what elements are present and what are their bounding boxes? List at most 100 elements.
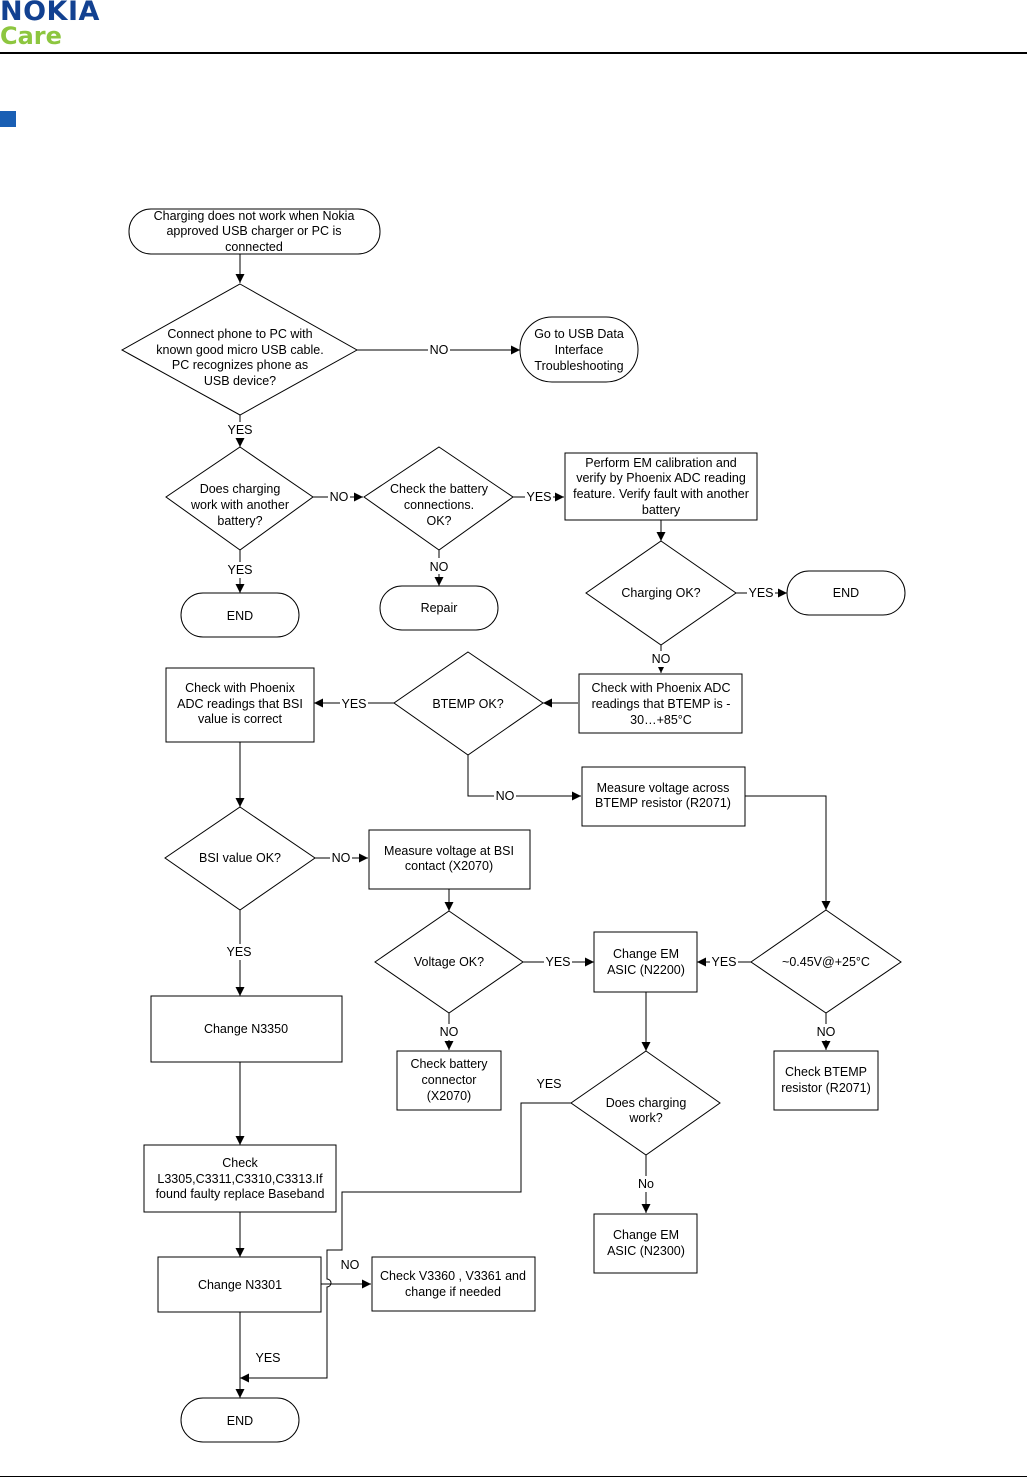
start-line-2: approved USB charger or PC is	[166, 224, 341, 238]
edge-label-yes: YES	[545, 955, 570, 969]
another-battery-line-2: work with another	[190, 498, 289, 512]
bsi-ok-label: BSI value OK?	[199, 851, 281, 865]
edge-label-no: NO	[430, 343, 449, 357]
section-marker-icon	[0, 111, 16, 127]
another-battery-decision	[165, 446, 314, 551]
measure-btemp-process	[581, 766, 746, 827]
connect-pc-decision	[120, 283, 359, 416]
em-calibration-line-3: feature. Verify fault with another	[573, 487, 749, 501]
edge-label-yes: YES	[341, 697, 366, 711]
nokia-wordmark: NOKIA	[0, 0, 100, 27]
change-em-n2200-line-2: ASIC (N2200)	[607, 963, 685, 977]
em-calibration-line-2: verify by Phoenix ADC reading	[576, 471, 746, 485]
start-line-3: connected	[225, 240, 283, 254]
does-charging-work-line-1: Does charging	[606, 1096, 687, 1110]
repair-terminator	[379, 585, 499, 631]
edge-label-no: NO	[332, 851, 351, 865]
another-battery-line-3: battery?	[217, 514, 262, 528]
start-line-1: Charging does not work when Nokia	[154, 209, 355, 223]
usb-troubleshooting-line-1: Go to USB Data	[534, 327, 624, 341]
usb-troubleshooting-terminator	[519, 316, 639, 383]
measure-btemp-line-2: BTEMP resistor (R2071)	[595, 796, 731, 810]
does-charging-work-decision	[570, 1050, 721, 1156]
end-1-label: END	[227, 609, 253, 623]
charging-ok-decision	[585, 540, 737, 646]
end-terminator-2	[786, 570, 906, 616]
measure-bsi-process	[368, 829, 531, 890]
battery-connections-line-2: connections.	[404, 498, 474, 512]
measure-btemp-line-1: Measure voltage across	[597, 781, 730, 795]
battery-connections-decision	[363, 446, 514, 551]
edge-label-yes: YES	[226, 945, 251, 959]
btemp-check-line-3: 30…+85°C	[630, 713, 692, 727]
edge-label-yes: YES	[748, 586, 773, 600]
check-btemp-resistor-process	[773, 1050, 879, 1111]
edge-label-no: NO	[496, 789, 515, 803]
connect-pc-line-2: known good micro USB cable.	[156, 343, 323, 357]
edge-label-yes: YES	[526, 490, 551, 504]
check-l3305-line-2: L3305,C3311,C3310,C3313.If	[157, 1172, 323, 1186]
btemp-check-line-1: Check with Phoenix ADC	[592, 681, 731, 695]
check-l3305-line-3: found faulty replace Baseband	[156, 1187, 325, 1201]
footer-rule	[0, 1476, 1027, 1477]
edge-labels: NO YES NO YES YES NO YES NO YES NO NO YE…	[225, 341, 837, 1365]
edge-label-no: NO	[817, 1025, 836, 1039]
check-connector-line-1: Check battery	[410, 1057, 488, 1071]
btemp-ok-decision	[393, 651, 544, 756]
check-connector-line-3: (X2070)	[427, 1089, 471, 1103]
voltage-025-label: ~0.45V@+25°C	[782, 955, 870, 969]
bsi-check-line-1: Check with Phoenix	[185, 681, 296, 695]
change-em-n2300-line-2: ASIC (N2300)	[607, 1244, 685, 1258]
check-v3360-process	[371, 1256, 536, 1312]
care-wordmark: Care	[0, 22, 62, 50]
em-calibration-line-1: Perform EM calibration and	[585, 456, 737, 470]
edge-label-yes: YES	[227, 563, 252, 577]
change-em-n2200-line-1: Change EM	[613, 947, 679, 961]
another-battery-line-1: Does charging	[200, 482, 281, 496]
does-charging-work-line-2: work?	[628, 1111, 662, 1125]
end-3-label: END	[227, 1414, 253, 1428]
check-btemp-resistor-line-2: resistor (R2071)	[781, 1081, 871, 1095]
em-calibration-line-4: battery	[642, 503, 681, 517]
usb-troubleshooting-line-2: Interface	[555, 343, 604, 357]
btemp-check-process	[578, 673, 743, 734]
check-btemp-resistor-line-1: Check BTEMP	[785, 1065, 867, 1079]
btemp-ok-label: BTEMP OK?	[432, 697, 503, 711]
edge-label-yes: YES	[536, 1077, 561, 1091]
battery-connections-line-1: Check the battery	[390, 482, 489, 496]
bsi-check-line-2: ADC readings that BSI	[177, 697, 303, 711]
edge-label-yes: YES	[227, 423, 252, 437]
check-l3305-process	[143, 1144, 337, 1213]
repair-label: Repair	[421, 601, 458, 615]
change-n3301-process	[157, 1256, 322, 1313]
em-calibration-process	[564, 452, 758, 521]
check-connector-process	[396, 1050, 502, 1111]
edge-label-yes: YES	[711, 955, 736, 969]
end-2-label: END	[833, 586, 859, 600]
shapes	[120, 208, 906, 1443]
change-em-n2300-process	[593, 1213, 698, 1274]
edge-label-no: NO	[330, 490, 349, 504]
change-em-n2200-process	[593, 931, 698, 993]
check-v3360-line-1: Check V3360 , V3361 and	[380, 1269, 526, 1283]
edge-label-no-lower: No	[638, 1177, 654, 1191]
edge-label-no: NO	[652, 652, 671, 666]
battery-connections-line-3: OK?	[426, 514, 451, 528]
measure-bsi-line-1: Measure voltage at BSI	[384, 844, 514, 858]
voltage-025-decision	[750, 909, 902, 1014]
connect-pc-line-4: USB device?	[204, 374, 276, 388]
check-l3305-line-1: Check	[222, 1156, 258, 1170]
btemp-check-line-2: readings that BTEMP is -	[592, 697, 731, 711]
charging-ok-label: Charging OK?	[621, 586, 700, 600]
edge-label-yes: YES	[255, 1351, 280, 1365]
connect-pc-line-3: PC recognizes phone as	[172, 358, 308, 372]
change-n3301-label: Change N3301	[198, 1278, 282, 1292]
node-labels: Charging does not work when Nokia approv…	[154, 209, 871, 1428]
bsi-check-line-3: value is correct	[198, 712, 283, 726]
change-n3350-process	[150, 995, 343, 1063]
connect-pc-line-1: Connect phone to PC with	[167, 327, 312, 341]
header-rule	[0, 52, 1027, 54]
measure-bsi-line-2: contact (X2070)	[405, 859, 493, 873]
